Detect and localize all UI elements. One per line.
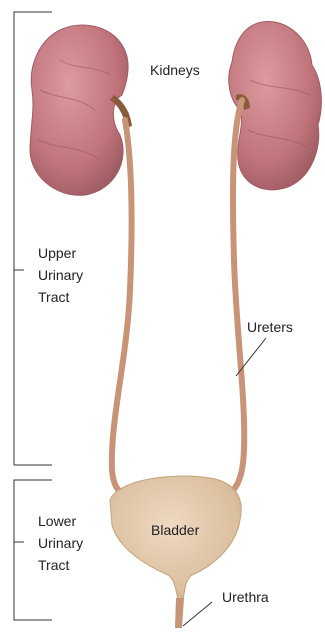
- urethra-leader-line: [183, 602, 212, 626]
- urethra: [175, 598, 184, 628]
- lower-tract-label-2: Urinary: [38, 534, 83, 552]
- left-kidney: [30, 25, 132, 195]
- bladder-label: Bladder: [151, 521, 199, 539]
- kidneys-label: Kidneys: [150, 61, 200, 79]
- upper-tract-label-1: Upper: [38, 244, 76, 262]
- upper-tract-label-2: Urinary: [38, 266, 83, 284]
- lower-tract-label-1: Lower: [38, 512, 76, 530]
- upper-tract-label-3: Tract: [38, 288, 69, 306]
- urethra-label: Urethra: [222, 588, 269, 606]
- ureters-label: Ureters: [247, 318, 293, 336]
- lower-tract-label-3: Tract: [38, 556, 69, 574]
